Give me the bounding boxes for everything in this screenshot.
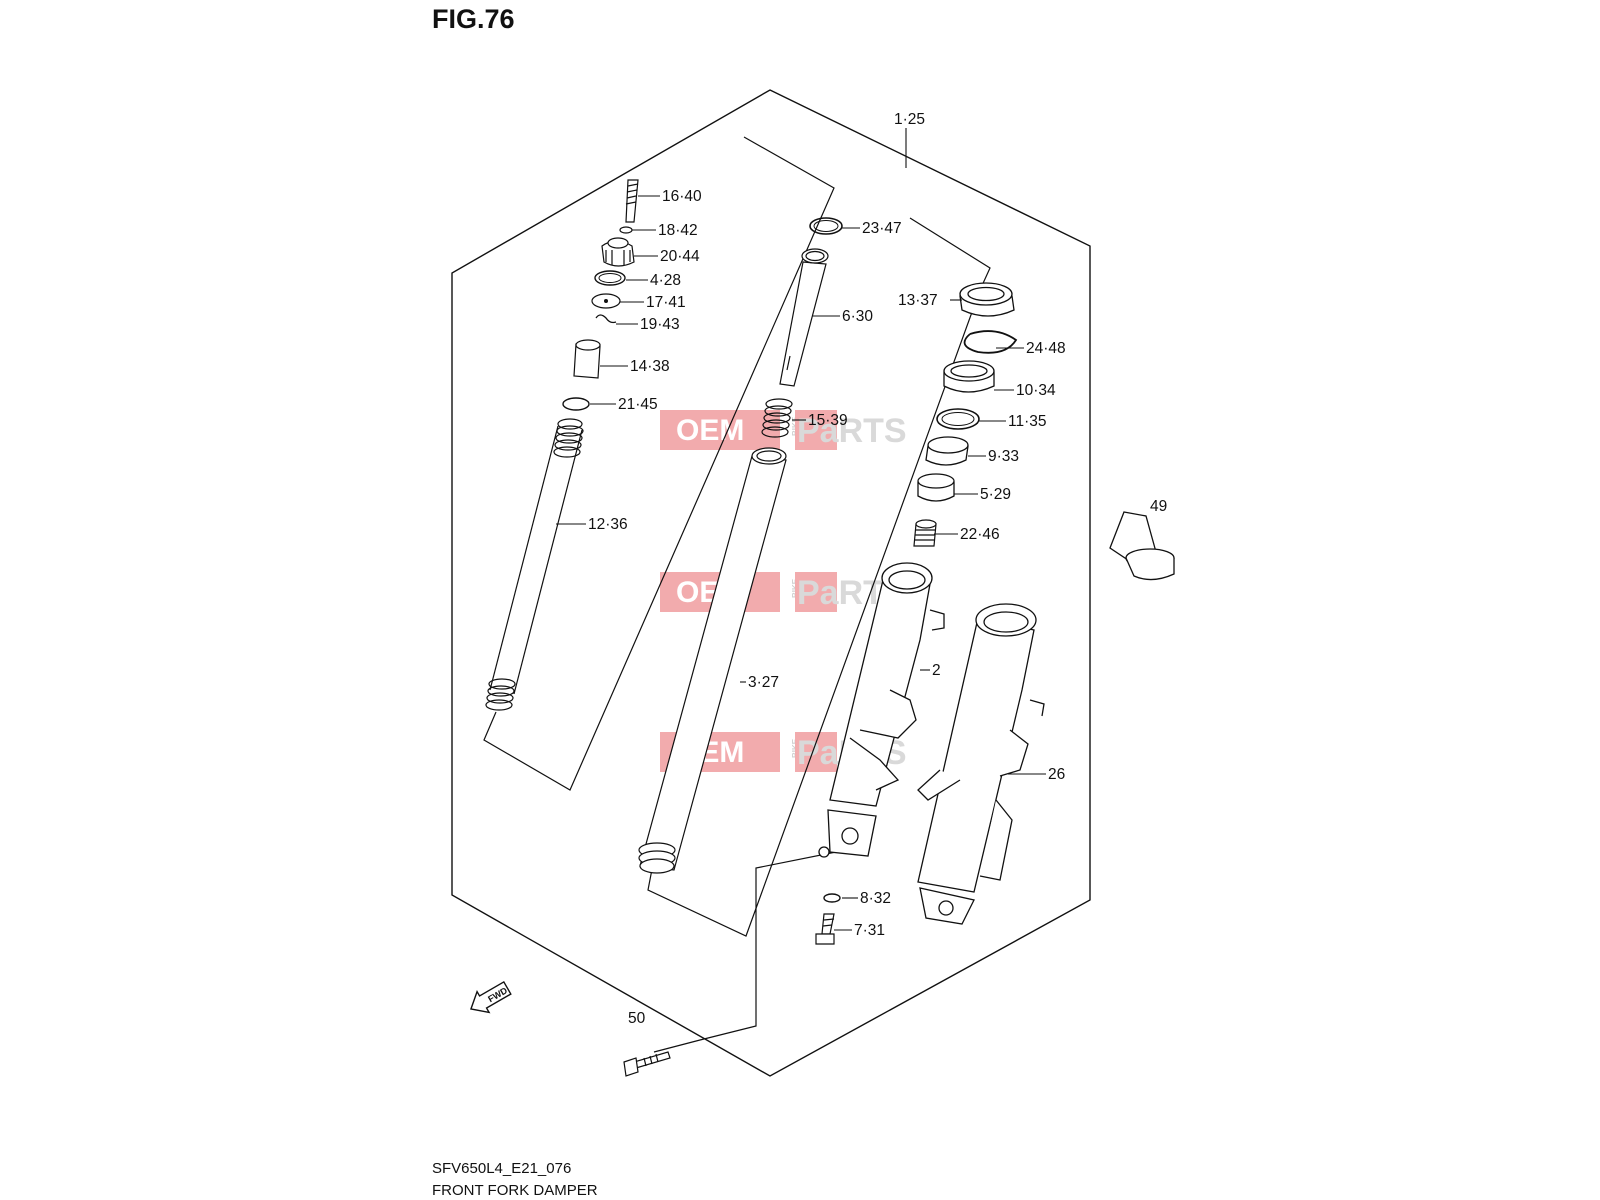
callout-9-33[interactable]: 9·33 [988, 448, 1019, 465]
oil-seal [943, 360, 995, 393]
dust-seal [959, 282, 1015, 317]
piston-ring [809, 217, 843, 235]
callout-26[interactable]: 26 [1048, 766, 1065, 783]
fork-spring [485, 418, 584, 711]
piston-ring-inner [813, 220, 839, 232]
callout-19-43[interactable]: 19·43 [640, 316, 680, 333]
assembly-frame [451, 89, 1091, 1077]
callout-6-30[interactable]: 6·30 [842, 308, 873, 325]
svg-text:PaRTS: PaRTS [797, 412, 907, 450]
washer-hole [604, 299, 608, 303]
figure-title: FIG.76 [432, 4, 515, 34]
outer-fork-tube-right [917, 603, 1045, 925]
outer-fork-tube-left [818, 562, 945, 858]
callout-18-42[interactable]: 18·42 [658, 222, 698, 239]
leader-lines [556, 128, 1046, 931]
leader-line-50 [653, 849, 847, 1053]
retaining-clip [595, 314, 617, 324]
callout-13-37[interactable]: 13·37 [898, 292, 938, 309]
callout-3-27[interactable]: 3·27 [748, 674, 779, 691]
o-ring-small [619, 226, 633, 234]
callout-4-28[interactable]: 4·28 [650, 272, 681, 289]
fork-cap-bolt [601, 237, 635, 267]
spring-washer [562, 397, 590, 411]
diagram-code: SFV650L4_E21_076 [432, 1160, 572, 1177]
damper-adjuster-rod [625, 179, 639, 223]
drain-bolt-washer [823, 893, 841, 903]
damper-rod [779, 248, 829, 387]
axle-pinch-bolt [623, 1051, 671, 1077]
callout-12-36[interactable]: 12·36 [588, 516, 628, 533]
inner-fork-tube [638, 447, 787, 874]
spring-spacer [573, 339, 601, 379]
fork-cover [1109, 511, 1175, 581]
callout-23-47[interactable]: 23·47 [862, 220, 902, 237]
oil-lock-piece [913, 519, 937, 547]
callout-15-39[interactable]: 15·39 [808, 412, 848, 429]
svg-text:OEM: OEM [676, 414, 744, 447]
callout-5-29[interactable]: 5·29 [980, 486, 1011, 503]
callout-2[interactable]: 2 [932, 662, 941, 679]
oil-seal-stopper-ring [963, 330, 1018, 354]
diagram-name: FRONT FORK DAMPER [432, 1182, 598, 1199]
callout-14-38[interactable]: 14·38 [630, 358, 670, 375]
subassembly-frame-inner-tube [647, 217, 991, 937]
callout-7-31[interactable]: 7·31 [854, 922, 885, 939]
callout-16-40[interactable]: 16·40 [662, 188, 702, 205]
callout-8-32[interactable]: 8·32 [860, 890, 891, 907]
callout-11-35[interactable]: 11·35 [1008, 413, 1047, 430]
callout-10-34[interactable]: 10·34 [1016, 382, 1056, 399]
oil-seal-washer-inner [941, 412, 975, 426]
oil-seal-washer [936, 408, 980, 430]
o-ring-cap-inner [598, 273, 622, 283]
o-ring-cap [594, 270, 626, 286]
callout-17-41[interactable]: 17·41 [646, 294, 686, 311]
callout-49[interactable]: 49 [1150, 498, 1167, 515]
subassembly-frame-spring [483, 136, 835, 791]
callout-1-25[interactable]: 1·25 [894, 111, 925, 128]
inner-guide-metal [917, 473, 955, 502]
callout-21-45[interactable]: 21·45 [618, 396, 658, 413]
outer-guide-metal [925, 436, 969, 466]
callout-20-44[interactable]: 20·44 [660, 248, 700, 265]
callout-labels: 1·25 16·40 18·42 20·44 4·28 17·41 19·43 … [588, 111, 1167, 1027]
callout-24-48[interactable]: 24·48 [1026, 340, 1066, 357]
forward-direction-arrow: FWD [470, 980, 512, 1014]
callout-22-46[interactable]: 22·46 [960, 526, 1000, 543]
drain-bolt [815, 913, 835, 945]
rebound-spring [761, 398, 793, 438]
callout-50[interactable]: 50 [628, 1010, 646, 1027]
